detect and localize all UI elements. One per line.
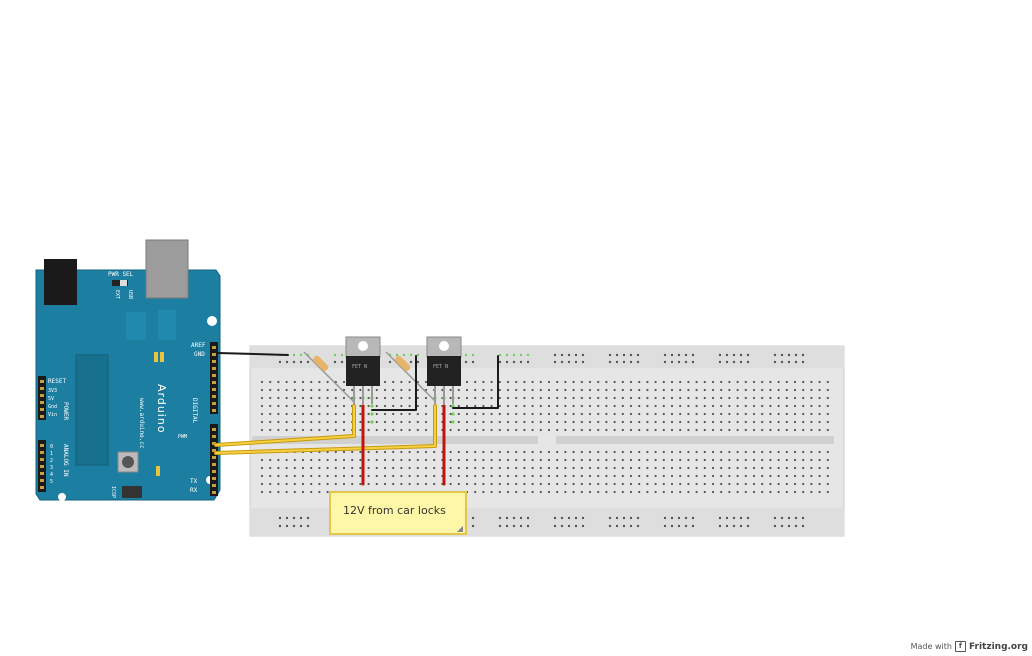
resize-grip-icon[interactable]: ◢ [456, 524, 463, 533]
aref-label: AREF [191, 342, 206, 349]
pwm-label: PWM [178, 434, 187, 440]
mosfet-2-label: FET N [433, 364, 448, 370]
note-12v[interactable]: 12V from car locks ◢ [329, 491, 467, 535]
mosfet-1: FET N [345, 336, 381, 404]
icsp-label: ICSP [110, 486, 116, 498]
power-pin-label: Vin [48, 412, 57, 418]
gnd-label: GND [194, 351, 205, 358]
analog-pin-label: 5 [50, 479, 53, 485]
signal-wire-1-core [215, 405, 355, 446]
pwr-sel-label: PWR SEL [108, 271, 134, 278]
gnd-wire-3 [452, 355, 499, 409]
power-label: POWER [62, 402, 69, 420]
microcontroller-chip [75, 354, 109, 466]
analog-pin-label: 3 [50, 465, 53, 471]
arduino-logo-text: Arduino [155, 384, 168, 434]
ext-label: EXT [114, 290, 120, 299]
rx-label: RX [190, 487, 198, 494]
arduino-website: www.arduino.cc [138, 398, 145, 449]
analog-pin-label: 4 [50, 472, 53, 478]
analog-pin-label: 1 [50, 451, 53, 457]
power-pin-label: 5V [48, 396, 54, 402]
digital-label: DIGITAL [191, 398, 198, 424]
power-jack [44, 259, 77, 305]
fritzing-logo-icon: f [954, 641, 966, 652]
header-pins [40, 346, 216, 494]
resistor-2 [385, 351, 437, 403]
signal-wire-2-core [215, 405, 436, 454]
fritzing-brand: Fritzing.org [968, 641, 1028, 652]
gnd-wire-2 [371, 355, 417, 411]
reset-label: RESET [48, 378, 66, 385]
note-text: 12V from car locks [343, 504, 446, 517]
fritzing-credit: Made with f Fritzing.org [911, 641, 1028, 652]
power-pin-label: Gnd [48, 404, 57, 410]
analog-pin-label: 2 [50, 458, 53, 464]
gnd-wire [217, 352, 289, 356]
analog-pin-label: 0 [50, 444, 53, 450]
made-with-label: Made with [910, 642, 952, 651]
analog-in-label: ANALOG IN [62, 444, 69, 477]
arduino-board: PWR SEL USB EXT AREF GND Arduino www.ard… [35, 239, 221, 501]
mosfet-2: FET N [426, 336, 462, 404]
wires [214, 352, 499, 486]
tx-label: TX [190, 478, 198, 485]
mosfet-1-label: FET N [352, 364, 367, 370]
usb-connector [145, 239, 189, 299]
usb-label: USB [127, 290, 133, 299]
power-pin-label: 3V3 [48, 388, 57, 394]
resistor-1 [303, 351, 355, 403]
